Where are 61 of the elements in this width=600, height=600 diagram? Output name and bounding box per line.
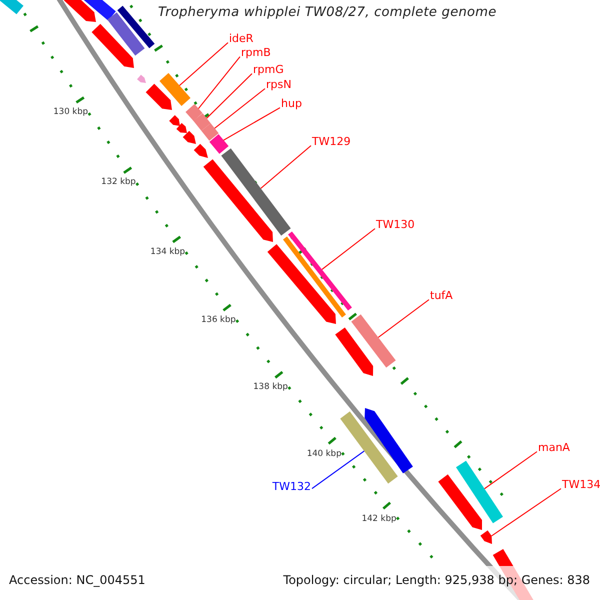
gene-bar [209,134,229,154]
gene-bar [160,73,190,106]
accession-text: Accession: NC_004551 [9,574,146,588]
gene-label: rpmG [253,64,284,77]
genome-stats-text: Topology: circular; Length: 925,938 bp; Genes: 838 [283,574,590,588]
scale-label: 142 kbp [362,514,396,525]
gene-bar [335,327,374,376]
gene-label: rpmB [241,47,271,60]
gene-label: TW129 [312,136,351,149]
gene-bar [64,0,96,22]
gene-bar [456,460,503,524]
gene-bar [364,408,413,474]
gene-label: manA [538,442,570,455]
gene-label: ideR [229,33,254,46]
leader-line [223,107,280,141]
gene-label: hup [281,98,302,111]
gene-label: rpsN [266,79,292,92]
scale-label: 130 kbp [53,108,88,118]
scale-label: 140 kbp [306,450,342,460]
leader-line [198,56,240,110]
gene-bar [117,6,155,48]
gene-bar [193,113,211,131]
gene-bar [267,244,336,324]
gene-bar [176,123,187,133]
gene-bar [340,411,398,484]
leader-line [206,73,252,119]
gene-bar [0,0,24,14]
gene-bar [480,530,492,544]
gene-bar [351,314,396,368]
leader-line [260,145,312,189]
gene-bar [186,104,202,121]
gene-bar [194,144,208,158]
gene-bar [283,236,346,318]
gene-bar [146,84,172,110]
gene-bar [438,474,482,530]
leader-line [312,450,365,490]
leader-line [179,42,228,86]
diagram-title: Tropheryma whipplei TW08/27, complete genome [158,6,497,21]
gene-bar [107,12,145,56]
gene-bar [182,130,196,144]
scale-label: 132 kbp [101,178,136,188]
gene-bar [203,159,273,242]
gene-label: TW130 [376,219,415,232]
gene-bar [169,115,180,126]
leader-line [484,451,538,490]
gene-bar [221,148,291,236]
gene-bar [288,231,352,311]
leader-line [491,488,562,536]
scale-label: 134 kbp [150,248,186,258]
gene-bar [92,24,134,68]
scale-label: 138 kbp [253,384,288,394]
gene-bar [201,123,219,141]
leader-line [214,88,266,129]
gene-label: TW134 [562,479,600,492]
gene-bar [137,74,146,83]
gene-label: TW132 [272,481,311,494]
gene-bar [82,0,116,21]
gene-label: tufA [430,290,453,303]
leader-line [321,228,376,270]
leader-line [378,299,430,338]
scale-label: 136 kbp [201,316,236,326]
